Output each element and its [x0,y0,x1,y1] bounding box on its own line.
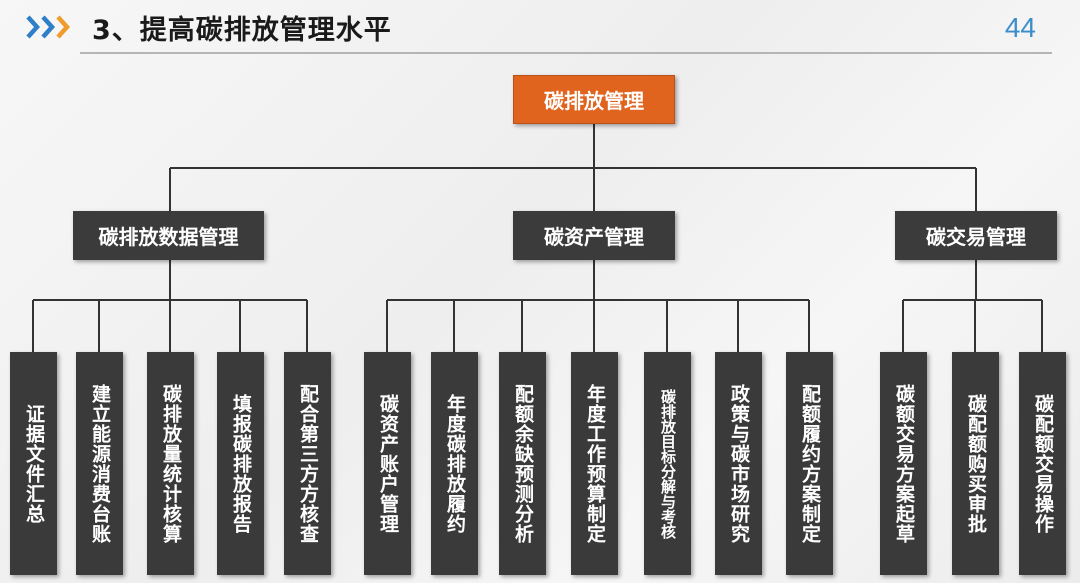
node-carbon-data-management: 碳排放数据管理 [73,211,264,260]
leaf-annual-compliance: 年度碳排放履约 [431,352,478,575]
leaf-compliance-plan: 配额履约方案制定 [786,352,833,575]
leaf-trading-plan-draft: 碳额交易方案起草 [880,352,927,575]
leaf-target-decomposition: 碳排放目标分解与考核 [644,352,691,575]
page-number: 44 [1004,12,1036,43]
leaf-trading-operation: 碳配额交易操作 [1019,352,1066,575]
node-carbon-trading-management: 碳交易管理 [895,211,1057,260]
chevron-arrows-icon [26,15,71,39]
leaf-third-party-verification: 配合第三方方核查 [284,352,331,575]
leaf-emission-accounting: 碳排放量统计核算 [147,352,194,575]
header-divider [80,52,1052,54]
root-node-carbon-emission-management: 碳排放管理 [513,75,675,124]
page-title: 3、提高碳排放管理水平 [92,15,392,46]
leaf-annual-budget: 年度工作预算制定 [571,352,618,575]
leaf-purchase-approval: 碳配额购买审批 [952,352,999,575]
leaf-market-research: 政策与碳市场研究 [715,352,762,575]
leaf-asset-account: 碳资产账户管理 [364,352,411,575]
leaf-evidence-files: 证据文件汇总 [10,352,57,575]
leaf-energy-ledger: 建立能源消费台账 [76,352,123,575]
leaf-quota-forecast: 配额余缺预测分析 [499,352,546,575]
node-carbon-asset-management: 碳资产管理 [513,211,675,260]
leaf-emission-report: 填报碳排放报告 [217,352,264,575]
